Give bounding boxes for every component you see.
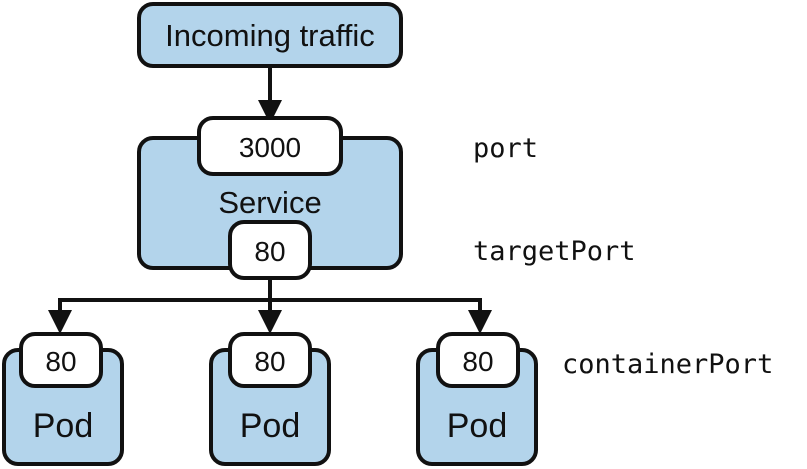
pod-container-port-box <box>228 332 312 388</box>
service-port-box <box>197 116 343 176</box>
pod-container-port-box <box>19 332 103 388</box>
incoming-traffic-node: Incoming traffic <box>137 2 403 68</box>
pod-container-port-value: 80 <box>45 346 76 377</box>
pod-container-port-value: 80 <box>462 346 493 377</box>
service-port-value: 3000 <box>239 132 301 163</box>
service-to-pods-connectors <box>48 278 492 334</box>
port-annotation: port <box>473 133 538 164</box>
container-port-annotation: containerPort <box>562 349 773 380</box>
pod-node-3: 80 Pod <box>416 332 538 466</box>
incoming-traffic-label: Incoming traffic <box>165 18 375 53</box>
target-port-annotation: targetPort <box>473 236 636 267</box>
service-node: Service 3000 80 <box>137 116 403 280</box>
pod-label: Pod <box>240 407 301 445</box>
service-target-port-value: 80 <box>254 236 285 267</box>
pod-node-2: 80 Pod <box>209 332 331 466</box>
pod-container-port-value: 80 <box>254 346 285 377</box>
pod-container-port-box <box>436 332 520 388</box>
pod-label: Pod <box>447 407 508 445</box>
pod-node-1: 80 Pod <box>2 332 124 466</box>
pod-label: Pod <box>33 407 94 445</box>
service-label: Service <box>218 185 321 220</box>
